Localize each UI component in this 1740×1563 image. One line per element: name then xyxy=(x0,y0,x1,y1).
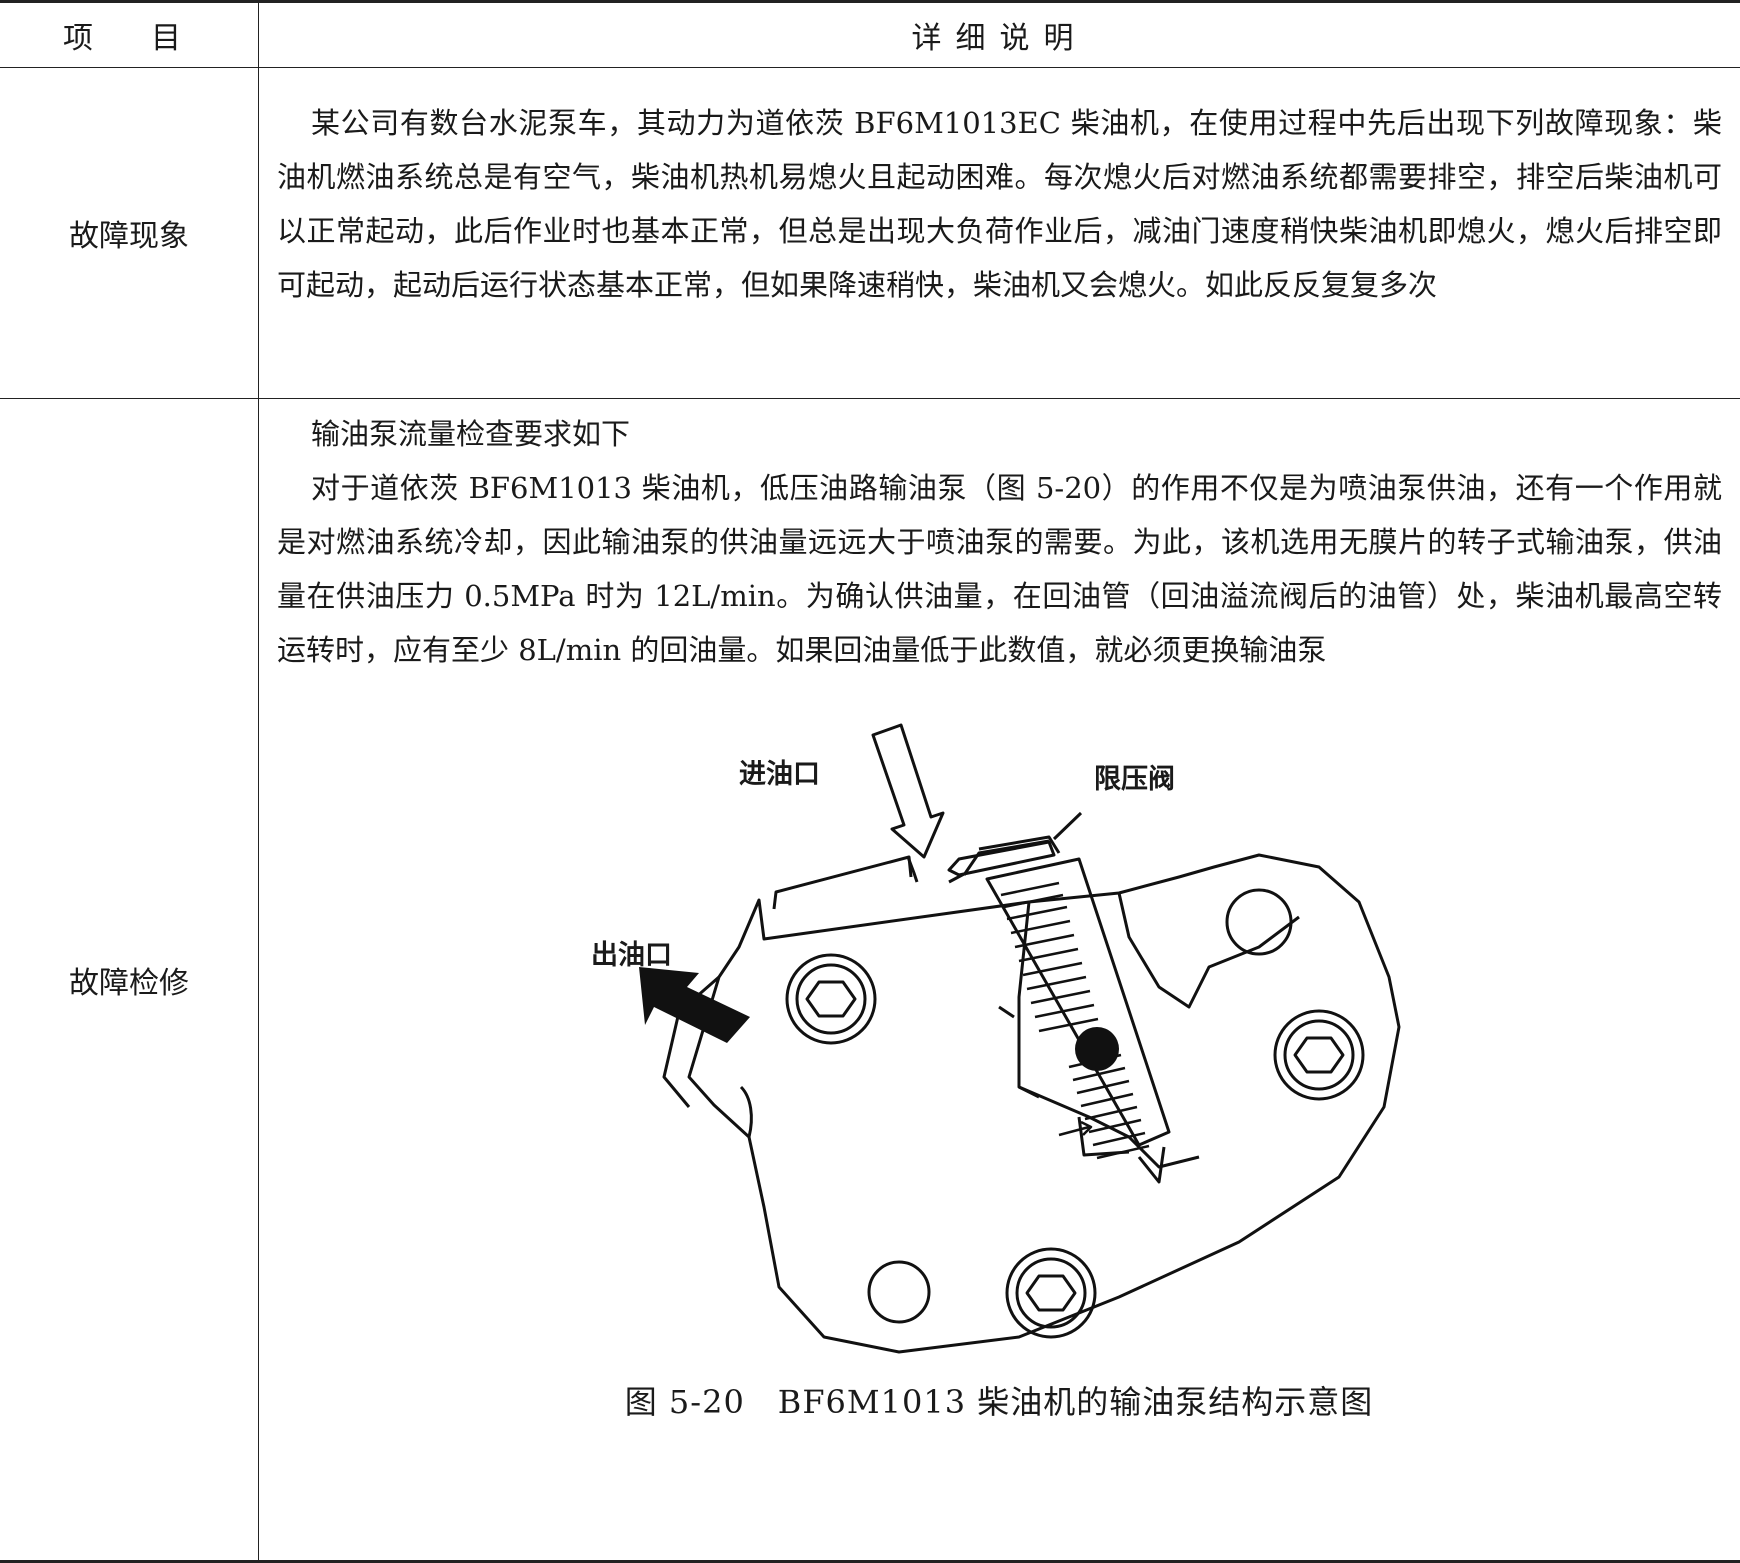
symptom-label: 故障现象 xyxy=(0,67,259,399)
table-row-symptom: 故障现象 某公司有数台水泥泵车，其动力为道依茨 BF6M1013EC 柴油机，在… xyxy=(0,67,1740,399)
pump-diagram xyxy=(639,723,1401,1354)
label-outlet: 出油口 xyxy=(591,940,672,971)
table-header-row: 项 目 详细说明 xyxy=(0,0,1740,68)
valve-ball xyxy=(1075,1027,1119,1071)
figure-caption: 图 5-20 BF6M1013 柴油机的输油泵结构示意图 xyxy=(624,1383,1374,1421)
repair-text: 对于道依茨 BF6M1013 柴油机，低压油路输油泵（图 5-20）的作用不仅是… xyxy=(277,471,1722,667)
pump-housing xyxy=(687,853,1401,1354)
inlet-boss xyxy=(772,855,913,910)
repair-label: 故障检修 xyxy=(0,398,259,1563)
label-inlet: 进油口 xyxy=(739,759,820,790)
header-detail: 详细说明 xyxy=(258,0,1740,68)
inlet-arrow xyxy=(871,723,945,859)
repair-heading: 输油泵流量检查要求如下 xyxy=(311,417,631,451)
bolt-bottom-center xyxy=(1005,1247,1097,1339)
label-valve: 限压阀 xyxy=(1094,764,1175,795)
bolt-top-right xyxy=(1225,888,1293,956)
symptom-text: 某公司有数台水泥泵车，其动力为道依茨 BF6M1013EC 柴油机，在使用过程中… xyxy=(277,106,1722,302)
bolt-right xyxy=(1273,1009,1365,1101)
valve-body xyxy=(985,857,1171,1147)
symptom-cell: 某公司有数台水泥泵车，其动力为道依茨 BF6M1013EC 柴油机，在使用过程中… xyxy=(258,67,1740,399)
bolt-bottom-left xyxy=(867,1260,931,1324)
repair-cell: 输油泵流量检查要求如下 对于道依茨 BF6M1013 柴油机，低压油路输油泵（图… xyxy=(258,398,1740,1563)
table-row-repair: 故障检修 输油泵流量检查要求如下 对于道依茨 BF6M1013 柴油机，低压油路… xyxy=(0,398,1740,1563)
header-item: 项 目 xyxy=(0,0,259,68)
valve-cap xyxy=(947,840,1056,877)
spring-upper xyxy=(1000,881,1099,1033)
bolt-left xyxy=(785,953,877,1045)
pump-figure: 进油口 出油口 限压阀 图 5-20 BF6M1013 柴油机的输油泵结构示意图 xyxy=(259,677,1739,1447)
outlet-arrow xyxy=(639,967,750,1043)
